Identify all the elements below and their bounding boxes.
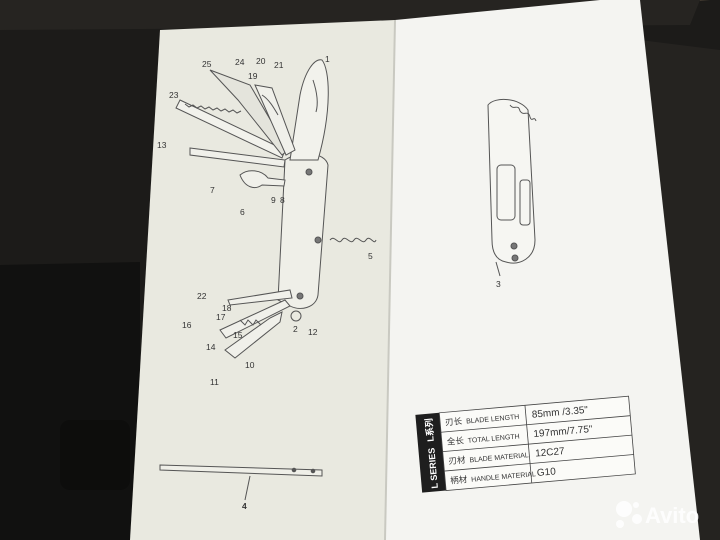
callout-15: 15 bbox=[233, 330, 243, 340]
box-tray bbox=[0, 262, 140, 540]
corkscrew bbox=[329, 237, 377, 243]
rivet bbox=[296, 292, 304, 300]
callout-19: 19 bbox=[248, 71, 258, 81]
main-blade bbox=[289, 59, 329, 161]
callout-1: 1 bbox=[325, 54, 330, 64]
scissors-detail bbox=[239, 319, 262, 326]
knife-exploded-diagram bbox=[159, 59, 377, 501]
corkscrew-folded bbox=[509, 104, 537, 122]
saw-blade bbox=[175, 99, 286, 159]
rivet bbox=[314, 236, 322, 244]
knife-side-view bbox=[487, 98, 537, 277]
folded-tool-slot bbox=[496, 164, 516, 221]
callout-4: 4 bbox=[242, 501, 247, 511]
callout-7: 7 bbox=[210, 185, 215, 195]
scissors-tool bbox=[224, 311, 283, 359]
callout-2: 2 bbox=[293, 324, 298, 334]
callout-10: 10 bbox=[245, 360, 255, 370]
rivet bbox=[305, 168, 313, 176]
spec-label-cn: 全长 bbox=[446, 435, 464, 446]
spec-value: 197mm/7.75" bbox=[533, 424, 593, 440]
callout-11: 11 bbox=[210, 377, 219, 387]
spec-label-en: BLADE LENGTH bbox=[466, 414, 520, 426]
avito-dots-icon bbox=[616, 501, 642, 528]
callout-23: 23 bbox=[169, 90, 179, 100]
spec-value: G10 bbox=[536, 466, 556, 479]
avito-wordmark: Avito bbox=[645, 503, 699, 528]
spec-table: L SERIES L系列 刃长 BLADE LENGTH 85mm /3.35"… bbox=[415, 395, 636, 493]
callout-13: 13 bbox=[157, 140, 167, 150]
spec-label-cn: 刃长 bbox=[445, 416, 463, 427]
folded-rivet bbox=[511, 254, 519, 262]
spec-row-divider bbox=[444, 454, 634, 472]
callout-8: 8 bbox=[280, 195, 285, 205]
callout-16: 16 bbox=[182, 320, 192, 330]
tweezers-rivet bbox=[291, 467, 297, 473]
screwdriver-tool bbox=[189, 147, 286, 168]
callout-18: 18 bbox=[222, 303, 232, 313]
callout-25: 25 bbox=[202, 59, 212, 69]
tweezers-rivet bbox=[310, 468, 316, 474]
pliers-detail bbox=[261, 94, 279, 116]
series-badge-latin: L SERIES bbox=[426, 447, 440, 489]
leader-line-4 bbox=[244, 475, 251, 501]
callout-5: 5 bbox=[368, 251, 373, 261]
series-badge-cjk: L系列 bbox=[423, 418, 436, 442]
folded-knife-body bbox=[487, 98, 536, 264]
spec-value: 12C27 bbox=[535, 446, 566, 460]
spec-row-divider bbox=[442, 434, 632, 453]
pliers bbox=[254, 84, 296, 156]
spec-label-cn: 柄材 bbox=[450, 474, 468, 485]
callout-20: 20 bbox=[256, 56, 266, 66]
leader-line-3 bbox=[495, 261, 501, 277]
callout-6: 6 bbox=[240, 207, 245, 217]
callout-22: 22 bbox=[197, 291, 207, 301]
callout-21: 21 bbox=[274, 60, 284, 70]
saw-teeth bbox=[184, 103, 242, 114]
callout-3: 3 bbox=[496, 279, 501, 289]
callout-14: 14 bbox=[206, 342, 216, 352]
can-opener bbox=[219, 299, 291, 339]
spec-row-divider bbox=[440, 415, 631, 433]
awl-tool bbox=[227, 289, 293, 306]
key-ring bbox=[290, 310, 302, 322]
folded-rivet bbox=[510, 242, 518, 250]
callout-12: 12 bbox=[308, 327, 318, 337]
left-callout-labels: 1 2 4 5 6 7 8 9 10 11 12 13 14 15 16 17 … bbox=[157, 54, 373, 511]
tweezers bbox=[159, 464, 323, 477]
avito-watermark: Avito bbox=[616, 501, 699, 528]
blade-detail bbox=[312, 79, 318, 113]
bottle-opener bbox=[239, 170, 286, 188]
page-spine bbox=[384, 19, 396, 540]
series-badge bbox=[415, 412, 447, 493]
folded-tool-slot bbox=[519, 179, 531, 226]
spec-label-cn: 刃材 bbox=[448, 455, 466, 466]
callout-17: 17 bbox=[216, 312, 226, 322]
spec-value: 85mm /3.35" bbox=[531, 405, 589, 421]
callout-9: 9 bbox=[271, 195, 276, 205]
box-cutout bbox=[60, 420, 130, 490]
callout-24: 24 bbox=[235, 57, 245, 67]
box-right-side bbox=[640, 40, 720, 540]
spec-label-en: TOTAL LENGTH bbox=[468, 433, 520, 445]
